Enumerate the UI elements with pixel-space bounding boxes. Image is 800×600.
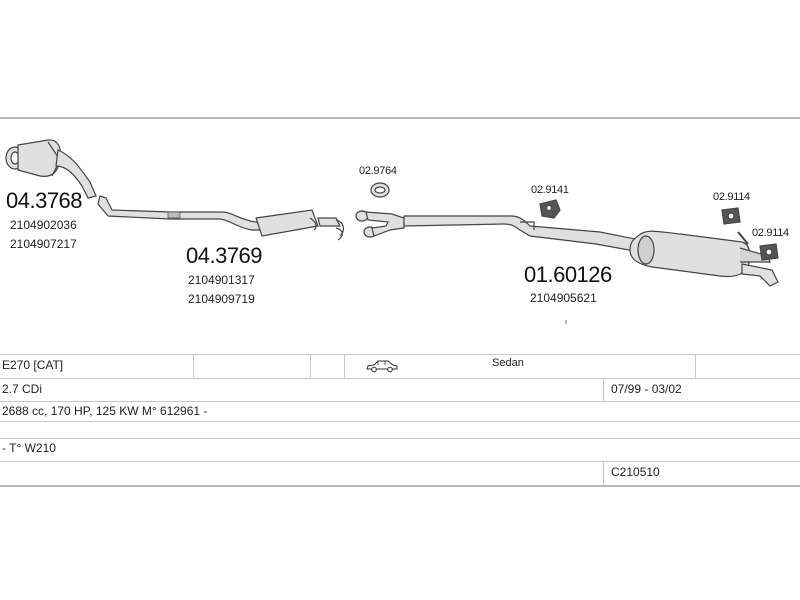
part-ref-front-pipe-2: 2104909719 [188, 292, 255, 306]
clamp-ring [370, 182, 390, 198]
hanger-mount-mid [539, 199, 561, 219]
table-rule [0, 438, 800, 439]
years-cell: 07/99 - 03/02 [611, 382, 682, 396]
part-tag-mount-rear-2: 02.9114 [752, 227, 789, 239]
twin-pipe-section [355, 210, 641, 253]
part-tag-clamp: 02.9764 [359, 165, 397, 177]
part-ref-front-cat-1: 2104902036 [10, 218, 77, 232]
code-cell: C210510 [611, 465, 660, 479]
top-rule [0, 117, 800, 119]
hanger-mount-rear-2 [759, 243, 779, 261]
body-type-cell: Sedan [492, 357, 524, 369]
table-rule [0, 421, 800, 422]
part-ref-rear-section-1: 2104905621 [530, 291, 597, 305]
part-ref-front-cat-2: 2104907217 [10, 237, 77, 251]
table-divider [193, 355, 194, 378]
exhaust-diagram [5, 139, 779, 324]
table-rule [0, 378, 800, 379]
part-ref-front-pipe-1: 2104901317 [188, 273, 255, 287]
table-divider [695, 355, 696, 378]
table-divider [603, 462, 604, 485]
table-divider [310, 355, 311, 378]
hanger-mount-rear-1 [721, 207, 749, 245]
table-rule [0, 354, 800, 355]
catalytic-converter-front [5, 139, 97, 199]
part-number-front-pipe: 04.3769 [186, 243, 263, 268]
table-rule [0, 401, 800, 402]
engine-cell: 2.7 CDi [2, 382, 43, 396]
table-divider [344, 355, 345, 378]
table-divider [603, 379, 604, 401]
front-pipe-with-silencer [97, 195, 345, 241]
type-cell: - T° W210 [2, 441, 56, 455]
spec-cell: 2688 cc, 170 HP, 125 KW M° 612961 - [2, 404, 208, 418]
model-cell: E270 [CAT] [2, 358, 64, 372]
table-rule [0, 461, 800, 462]
part-number-front-cat: 04.3768 [6, 188, 83, 213]
part-number-rear-section: 01.60126 [524, 262, 612, 287]
rear-silencer [629, 230, 779, 287]
table-rule [0, 485, 800, 487]
part-tag-mount-rear-1: 02.9114 [713, 191, 750, 203]
car-sedan-icon [366, 360, 398, 373]
part-tag-mount-mid: 02.9141 [531, 184, 569, 196]
